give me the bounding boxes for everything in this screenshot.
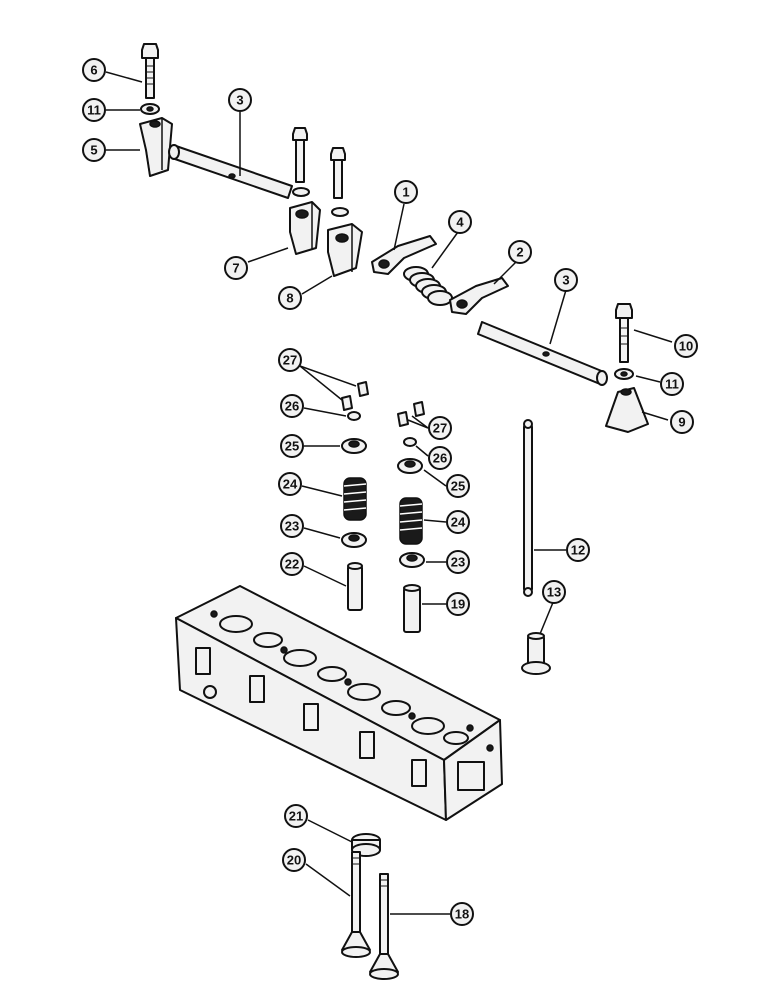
rocker-shaft-3-right [477, 321, 608, 386]
callout-24-right: 24 [446, 510, 470, 534]
svg-text:2: 2 [516, 245, 523, 260]
callout-13: 13 [542, 580, 566, 604]
callout-23-left: 23 [280, 514, 304, 538]
valve-spring-24-right [399, 497, 423, 545]
collets-27-left [341, 381, 369, 411]
washer-11-right [614, 368, 634, 380]
seal-26-left [347, 411, 361, 421]
svg-text:6: 6 [90, 63, 97, 78]
valve-20 [341, 851, 371, 958]
callouts: 6 11 5 3 7 8 1 4 2 3 10 11 9 27 26 25 24… [82, 58, 698, 926]
callout-11-right: 11 [660, 372, 684, 396]
svg-text:26: 26 [433, 451, 447, 466]
bolt-pedestal-7 [292, 127, 310, 197]
spring-cap-25-right [397, 458, 423, 474]
svg-text:19: 19 [451, 597, 465, 612]
spring-seat-23-left [341, 532, 367, 548]
callout-2: 2 [508, 240, 532, 264]
svg-text:13: 13 [547, 585, 561, 600]
svg-text:24: 24 [451, 515, 466, 530]
pedestal-5 [139, 117, 173, 177]
svg-text:25: 25 [285, 439, 299, 454]
svg-text:9: 9 [678, 415, 685, 430]
callout-25-left: 25 [280, 434, 304, 458]
callout-19: 19 [446, 592, 470, 616]
callout-26-right: 26 [428, 446, 452, 470]
svg-text:12: 12 [571, 543, 585, 558]
svg-text:26: 26 [285, 399, 299, 414]
bolt-6 [141, 43, 159, 99]
callout-25-right: 25 [446, 474, 470, 498]
valve-guide-22 [347, 562, 363, 611]
tappet-13 [521, 632, 551, 675]
svg-text:23: 23 [451, 555, 465, 570]
washer-11-left [140, 103, 160, 115]
spacer-spring-4 [403, 266, 453, 306]
cylinder-head [175, 585, 503, 821]
callout-3-right: 3 [554, 268, 578, 292]
callout-5: 5 [82, 138, 106, 162]
svg-text:1: 1 [402, 185, 409, 200]
callout-4: 4 [448, 210, 472, 234]
seal-26-right [403, 437, 417, 447]
rocker-shaft-3-left [168, 144, 293, 199]
svg-text:25: 25 [451, 479, 465, 494]
callout-9: 9 [670, 410, 694, 434]
spring-seat-23-right [399, 552, 425, 568]
callout-22: 22 [280, 552, 304, 576]
svg-text:8: 8 [286, 291, 293, 306]
callout-21: 21 [284, 804, 308, 828]
svg-text:24: 24 [283, 477, 298, 492]
callout-7: 7 [224, 256, 248, 280]
pedestal-9 [605, 387, 649, 433]
callout-6: 6 [82, 58, 106, 82]
svg-text:4: 4 [456, 215, 464, 230]
callout-20: 20 [282, 848, 306, 872]
spring-cap-25-left [341, 438, 367, 454]
svg-text:3: 3 [562, 273, 569, 288]
callout-27-right: 27 [428, 416, 452, 440]
svg-text:21: 21 [289, 809, 303, 824]
svg-text:27: 27 [283, 353, 297, 368]
callout-27-left: 27 [278, 348, 302, 372]
callout-3: 3 [228, 88, 252, 112]
pedestal-8 [327, 223, 363, 277]
valve-seat-insert-21 [351, 833, 381, 857]
svg-text:27: 27 [433, 421, 447, 436]
rocker-arm-1 [371, 235, 437, 275]
svg-text:3: 3 [236, 93, 243, 108]
callout-10: 10 [674, 334, 698, 358]
svg-text:18: 18 [455, 907, 469, 922]
svg-text:10: 10 [679, 339, 693, 354]
svg-text:5: 5 [90, 143, 97, 158]
callout-26-left: 26 [280, 394, 304, 418]
svg-text:7: 7 [232, 261, 239, 276]
callout-1: 1 [394, 180, 418, 204]
leader-lines [105, 71, 673, 915]
callout-11: 11 [82, 98, 106, 122]
svg-text:22: 22 [285, 557, 299, 572]
svg-text:11: 11 [665, 377, 679, 392]
push-rod-12 [523, 419, 533, 597]
valve-18 [369, 873, 399, 980]
bolt-10 [615, 303, 633, 363]
svg-text:11: 11 [87, 103, 101, 118]
pedestal-7 [289, 201, 321, 255]
svg-text:23: 23 [285, 519, 299, 534]
bolt-pedestal-8 [330, 147, 349, 217]
callout-12: 12 [566, 538, 590, 562]
svg-text:20: 20 [287, 853, 301, 868]
collets-27-right [397, 401, 425, 427]
callout-24-left: 24 [278, 472, 302, 496]
valve-guide-19 [403, 584, 421, 633]
callout-18: 18 [450, 902, 474, 926]
callout-8: 8 [278, 286, 302, 310]
rocker-arm-2 [449, 277, 509, 315]
callout-23-right: 23 [446, 550, 470, 574]
valve-spring-24-left [343, 477, 367, 521]
